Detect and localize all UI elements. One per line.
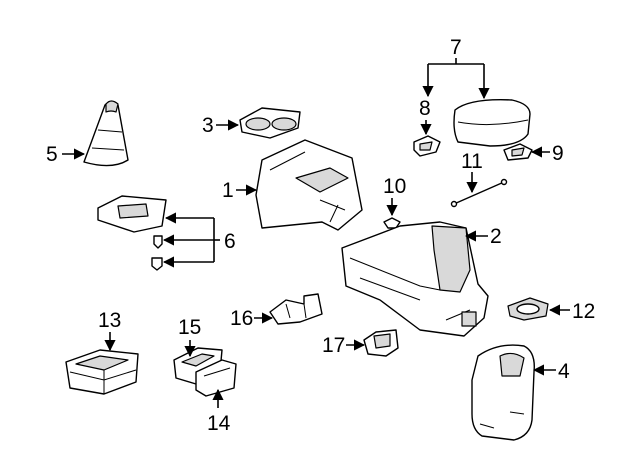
- part-6-clip-upper: [153, 235, 163, 249]
- part-16-bracket: [269, 293, 323, 325]
- callout-17: 17: [322, 334, 345, 357]
- callout-13: 13: [98, 309, 121, 332]
- part-8-latch: [413, 135, 441, 157]
- callout-14: 14: [207, 412, 231, 435]
- callout-16: 16: [230, 307, 253, 330]
- callout-7: 7: [450, 36, 462, 59]
- callout-15: 15: [178, 316, 201, 339]
- part-7-armrest-lid: [453, 99, 531, 147]
- part-4-side-trim: [471, 344, 535, 441]
- part-1-front-console: [255, 139, 363, 231]
- part-17-bracket: [363, 329, 399, 357]
- part-10-clip: [383, 217, 401, 229]
- part-5-shift-boot: [83, 100, 129, 167]
- leader-6: [162, 212, 220, 268]
- callout-5: 5: [46, 143, 58, 166]
- part-3-cup-holder: [239, 107, 301, 139]
- callout-9: 9: [552, 142, 564, 165]
- part-6-shift-bezel: [97, 195, 167, 233]
- part-9-hinge: [503, 143, 533, 161]
- part-14-holder-insert: [195, 359, 237, 397]
- callout-8: 8: [419, 97, 431, 120]
- callout-1: 1: [222, 179, 234, 202]
- part-2-console-body: [341, 221, 489, 337]
- leader-7: [422, 58, 490, 100]
- part-6-clip-lower: [151, 257, 163, 271]
- part-11-rod: [450, 178, 508, 208]
- part-12-mat: [507, 297, 549, 321]
- part-13-tray: [65, 349, 139, 395]
- callout-12: 12: [572, 300, 595, 323]
- callout-3: 3: [202, 114, 214, 137]
- callout-11: 11: [461, 150, 483, 173]
- callout-6: 6: [224, 230, 236, 253]
- callout-4: 4: [558, 360, 570, 383]
- callout-2: 2: [490, 225, 502, 248]
- callout-10: 10: [383, 175, 406, 198]
